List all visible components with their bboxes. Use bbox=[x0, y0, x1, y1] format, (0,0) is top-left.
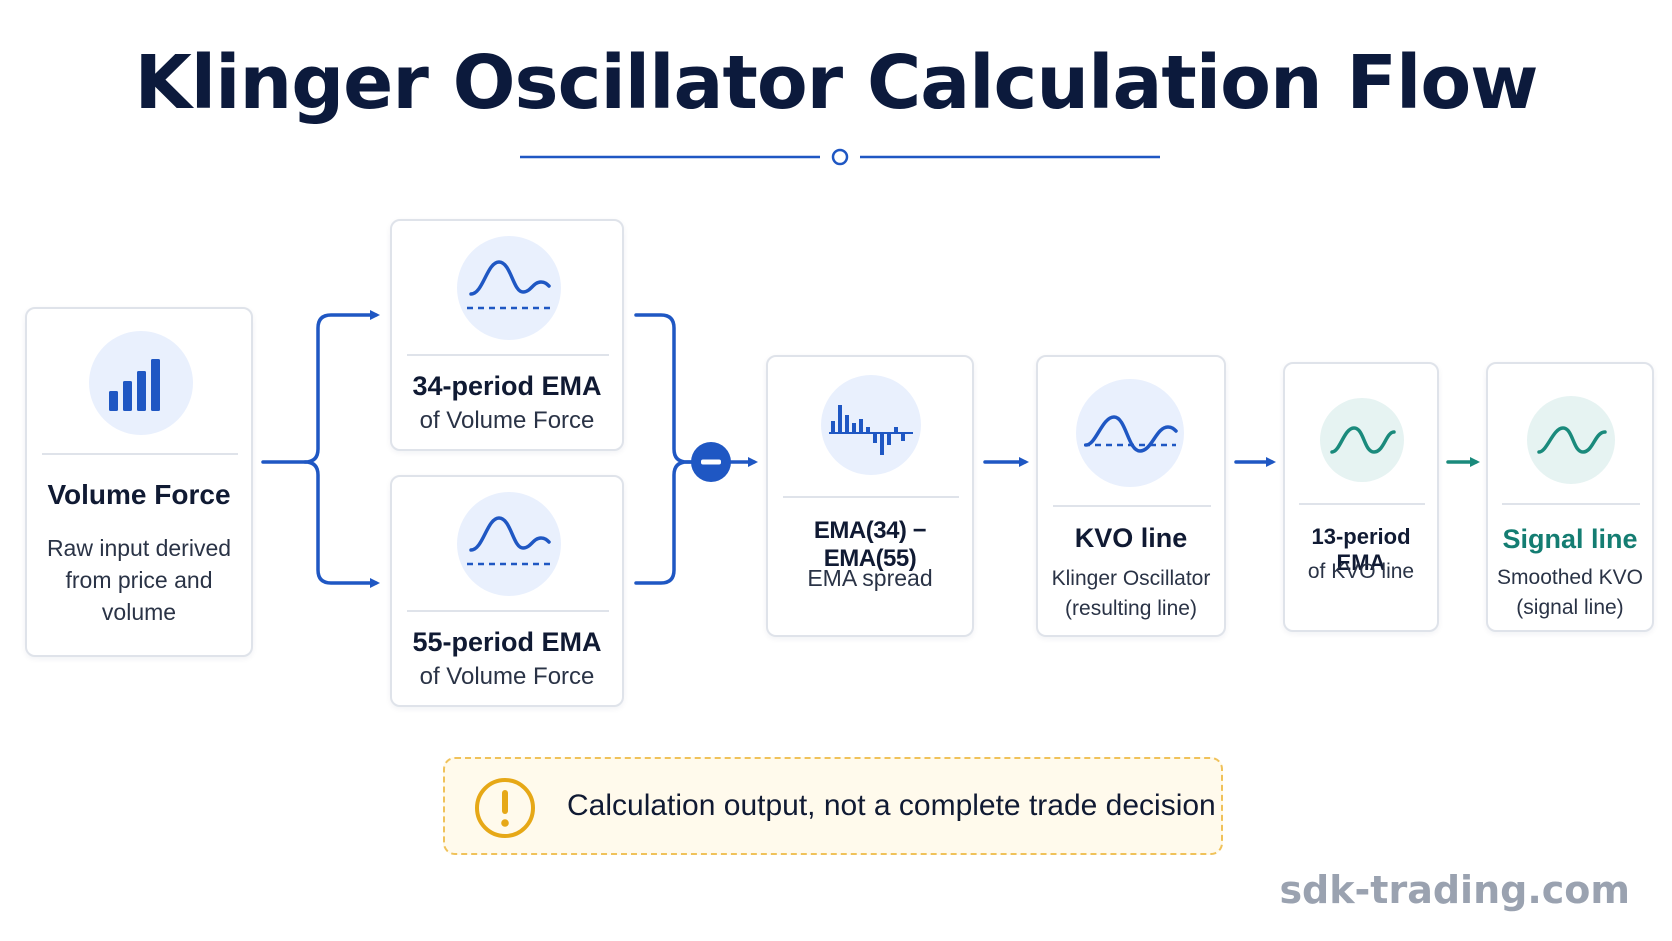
split-connector-lower bbox=[303, 460, 380, 588]
split-connector bbox=[261, 310, 380, 464]
exclamation-circle-icon bbox=[475, 778, 535, 838]
kvo-line-title: KVO line bbox=[1074, 523, 1188, 553]
wave-baseline-icon bbox=[467, 516, 551, 566]
volume-force-desc-line2: from price and bbox=[65, 567, 213, 593]
ema55-card: 55-period EMA of Volume Force bbox=[390, 475, 624, 707]
ema34-icon-badge bbox=[457, 236, 561, 340]
volume-force-desc-line1: Raw input derived bbox=[46, 535, 232, 561]
ema-spread-subtitle: EMA spread bbox=[807, 565, 933, 591]
warning-callout: Calculation output, not a complete trade… bbox=[443, 757, 1223, 855]
oscillator-wave-icon bbox=[1084, 415, 1178, 453]
histogram-icon bbox=[829, 405, 913, 455]
card-divider bbox=[1053, 505, 1211, 507]
card-divider bbox=[1502, 503, 1640, 505]
kvo-line-card: KVO line Klinger Oscillator (resulting l… bbox=[1036, 355, 1226, 637]
minus-circle-icon bbox=[691, 442, 731, 482]
ema55-title: 55-period EMA bbox=[412, 627, 602, 657]
card-divider bbox=[407, 610, 609, 612]
sine-wave-icon bbox=[1330, 426, 1396, 454]
ema34-subtitle: of Volume Force bbox=[419, 407, 595, 434]
signal-line-title: Signal line bbox=[1502, 524, 1638, 554]
merge-connector-upper bbox=[634, 313, 694, 464]
sine-wave-icon bbox=[1537, 426, 1607, 454]
signal-icon-badge bbox=[1527, 396, 1615, 484]
ema13-subtitle: of KVO line bbox=[1307, 560, 1415, 583]
wave-baseline-icon bbox=[467, 260, 551, 310]
ema13-title: 13-period EMA bbox=[1311, 524, 1411, 575]
volume-force-icon-badge bbox=[89, 331, 193, 435]
ema-spread-card: EMA(34) − EMA(55) EMA spread bbox=[766, 355, 974, 637]
volume-force-title: Volume Force bbox=[47, 479, 231, 510]
signal-line-desc-line1: Smoothed KVO bbox=[1497, 566, 1643, 589]
bar-chart-icon bbox=[109, 359, 160, 411]
ema13-icon-badge bbox=[1320, 398, 1404, 482]
kvo-icon-badge bbox=[1076, 379, 1184, 487]
card-divider bbox=[783, 496, 959, 498]
ema55-subtitle: of Volume Force bbox=[419, 663, 595, 690]
ema34-card: 34-period EMA of Volume Force bbox=[390, 219, 624, 451]
ema55-icon-badge bbox=[457, 492, 561, 596]
kvo-line-desc-line2: (resulting line) bbox=[1065, 597, 1197, 620]
ema-spread-title: EMA(34) − EMA(55) bbox=[813, 517, 927, 572]
card-divider bbox=[42, 453, 238, 455]
ema13-card: 13-period EMA of KVO line bbox=[1283, 362, 1439, 632]
card-divider bbox=[407, 354, 609, 356]
signal-line-desc-line2: (signal line) bbox=[1516, 596, 1624, 619]
site-watermark: sdk-trading.com bbox=[1279, 868, 1630, 912]
volume-force-card: Volume Force Raw input derived from pric… bbox=[25, 307, 253, 657]
card-divider bbox=[1299, 503, 1425, 505]
merge-connector-lower bbox=[634, 460, 694, 585]
ema34-title: 34-period EMA bbox=[412, 371, 602, 401]
page-title: Klinger Oscillator Calculation Flow bbox=[134, 40, 1538, 126]
volume-force-desc-line3: volume bbox=[101, 599, 177, 625]
warning-text: Calculation output, not a complete trade… bbox=[567, 789, 1216, 822]
kvo-line-desc-line1: Klinger Oscillator bbox=[1051, 567, 1211, 590]
ema-spread-icon-badge bbox=[821, 375, 921, 475]
signal-line-card: Signal line Smoothed KVO (signal line) bbox=[1486, 362, 1654, 632]
title-divider bbox=[520, 148, 1160, 166]
